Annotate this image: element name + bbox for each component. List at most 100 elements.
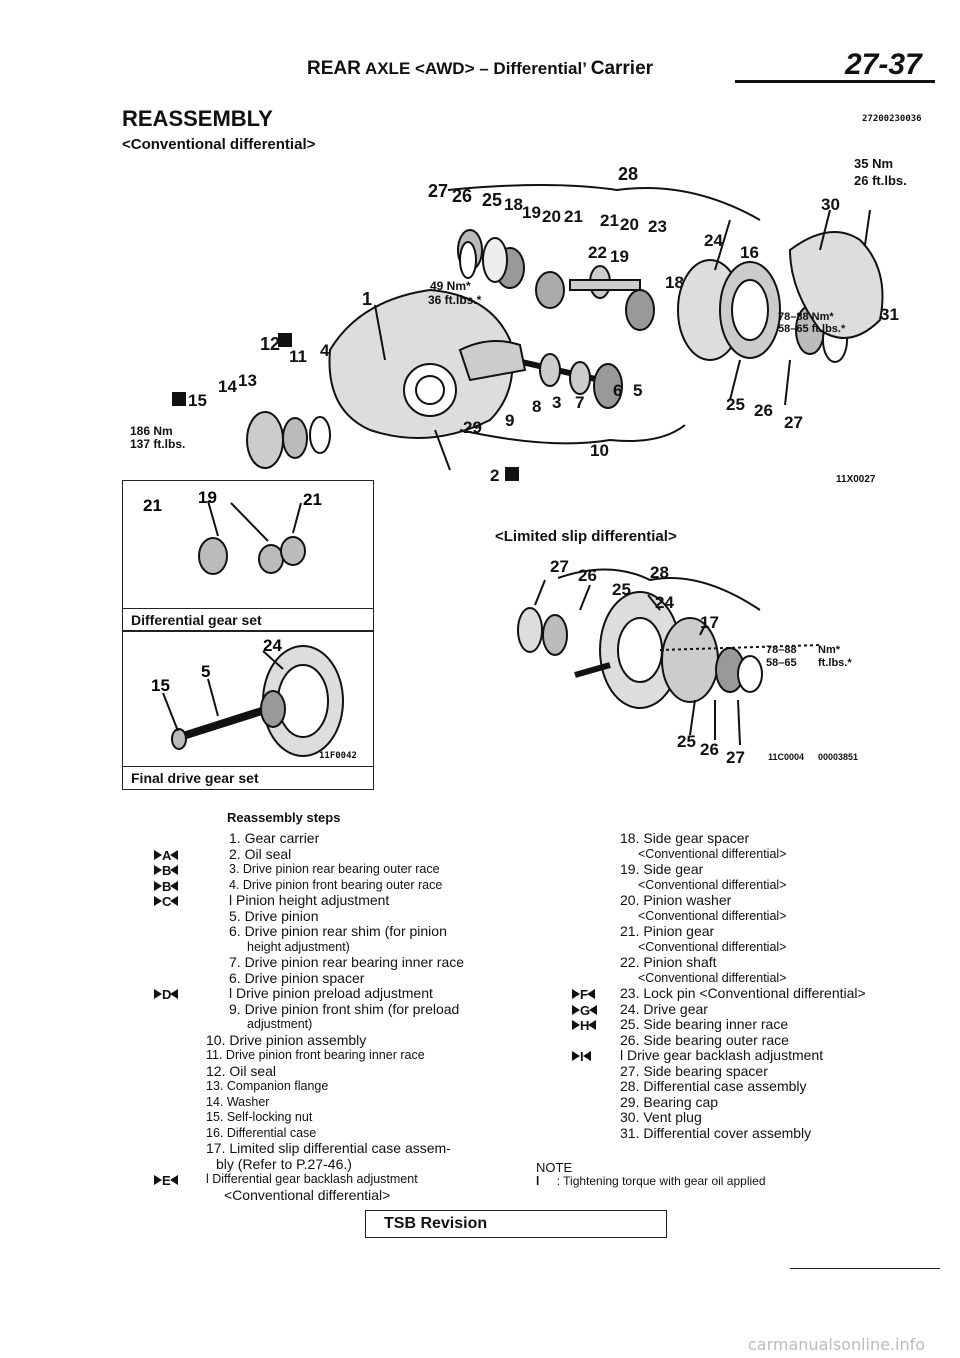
step-ref-marker: B xyxy=(154,863,179,879)
lsd-subtitle: <Limited slip differential> xyxy=(495,528,677,545)
svg-text:Nm*: Nm* xyxy=(818,644,841,656)
right-step-item: 21. Pinion gear xyxy=(620,923,940,940)
right-step-text: 28. Differential case assembly xyxy=(620,1078,807,1094)
note-text: : Tightening torque with gear oil applie… xyxy=(556,1174,766,1188)
left-step-item: 5. Drive pinion xyxy=(206,907,526,925)
final-callout-24: 24 xyxy=(263,636,282,655)
svg-text:24: 24 xyxy=(655,593,674,612)
svg-text:20: 20 xyxy=(542,207,561,226)
svg-text:21: 21 xyxy=(564,207,583,226)
right-step-text: 20. Pinion washer xyxy=(620,892,732,908)
svg-text:13: 13 xyxy=(238,371,257,390)
svg-text:14: 14 xyxy=(218,377,237,396)
svg-text:49 Nm*: 49 Nm* xyxy=(430,279,471,293)
svg-text:10: 10 xyxy=(590,441,609,460)
svg-text:2: 2 xyxy=(490,466,499,485)
right-step-item: 30. Vent plug xyxy=(620,1109,940,1126)
svg-text:8: 8 xyxy=(532,397,541,416)
right-step-text: 29. Bearing cap xyxy=(620,1093,719,1110)
svg-text:27: 27 xyxy=(784,413,803,432)
svg-text:35 Nm: 35 Nm xyxy=(854,156,893,171)
left-step-item: height adjustment) xyxy=(206,940,526,956)
left-step-item: 6. Drive pinion rear shim (for pinion xyxy=(206,923,526,940)
final-drive-gear-set-illustration: 24 5 15 xyxy=(151,636,344,757)
step-ref-marker: I xyxy=(572,1049,591,1065)
svg-text:26: 26 xyxy=(578,566,597,585)
left-step-text: 6. Drive pinion rear shim (for pinion xyxy=(229,923,447,939)
left-step-text: 5. Drive pinion xyxy=(229,907,319,924)
step-ref-marker: C xyxy=(154,894,179,910)
svg-text:25: 25 xyxy=(612,580,631,599)
left-step-item: 13. Companion flange xyxy=(206,1079,526,1095)
right-step-text: <Conventional differential> xyxy=(638,908,787,923)
right-step-text: 31. Differential cover assembly xyxy=(620,1124,812,1141)
svg-text:26: 26 xyxy=(754,401,773,420)
note-title: NOTE xyxy=(536,1160,573,1175)
right-step-text: 30. Vent plug xyxy=(620,1109,702,1125)
footer-rule xyxy=(790,1268,940,1269)
header-title-prefix: REAR xyxy=(307,58,361,79)
svg-text:16: 16 xyxy=(740,243,759,262)
differential-gear-set-label: Differential gear set xyxy=(131,612,262,628)
right-step-item: 28. Differential case assembly xyxy=(620,1078,940,1095)
left-step-item: 9. Drive pinion front shim (for preload xyxy=(206,1001,526,1018)
svg-text:6: 6 xyxy=(613,381,622,400)
svg-text:27: 27 xyxy=(550,557,569,576)
left-step-text: 17. Limited slip differential case assem… xyxy=(206,1140,451,1156)
step-ref-marker: B xyxy=(154,879,179,895)
svg-text:11X0027: 11X0027 xyxy=(836,474,876,485)
svg-text:25: 25 xyxy=(482,190,502,210)
right-step-item: 31. Differential cover assembly xyxy=(620,1124,940,1142)
right-step-item: 20. Pinion washer xyxy=(620,892,940,909)
svg-text:7: 7 xyxy=(575,393,584,412)
svg-text:27: 27 xyxy=(428,181,448,201)
svg-text:27: 27 xyxy=(726,748,745,765)
left-step-item: 12. Oil seal xyxy=(206,1063,526,1080)
right-step-item: <Conventional differential> xyxy=(620,878,940,894)
right-step-text: 27. Side bearing spacer xyxy=(620,1062,768,1079)
inset-callout-21b: 21 xyxy=(303,490,322,509)
left-step-text: 16. Differential case xyxy=(206,1125,317,1140)
svg-text:186 Nm: 186 Nm xyxy=(130,424,173,438)
final-callout-15: 15 xyxy=(151,676,170,695)
left-step-text: 3. Drive pinion rear bearing outer race xyxy=(229,862,440,876)
svg-text:28: 28 xyxy=(650,563,669,582)
svg-text:11C0004: 11C0004 xyxy=(768,752,804,762)
left-step-item: 14. Washer xyxy=(206,1095,526,1111)
right-step-item: 22. Pinion shaft xyxy=(620,954,940,971)
svg-text:58–65: 58–65 xyxy=(766,657,797,669)
note-bullet: l xyxy=(536,1174,540,1188)
svg-text:18: 18 xyxy=(665,273,684,292)
svg-text:00003851: 00003851 xyxy=(818,752,858,762)
left-step-item: 7. Drive pinion rear bearing inner race xyxy=(206,954,526,971)
left-step-item: 10. Drive pinion assembly xyxy=(206,1031,526,1049)
svg-text:20: 20 xyxy=(620,215,639,234)
svg-text:26 ft.lbs.: 26 ft.lbs. xyxy=(854,173,907,188)
right-step-text: <Conventional differential> xyxy=(638,877,787,892)
footer-watermark: carmanualsonline.info xyxy=(748,1335,926,1354)
steps-title: Reassembly steps xyxy=(227,810,341,825)
left-step-item: 16. Differential case xyxy=(206,1126,526,1142)
left-step-text: 10. Drive pinion assembly xyxy=(206,1031,367,1048)
step-ref-marker: G xyxy=(572,1003,598,1019)
tsb-revision-box: TSB Revision xyxy=(365,1210,667,1238)
left-step-text: 6. Drive pinion spacer xyxy=(229,969,365,986)
page-number: 27-37 xyxy=(845,48,922,81)
right-step-item: 27. Side bearing spacer xyxy=(620,1062,940,1080)
header-rule xyxy=(735,80,935,83)
svg-text:17: 17 xyxy=(700,613,719,632)
svg-text:78–88: 78–88 xyxy=(766,644,797,656)
main-exploded-diagram: 28 27 26 25 18 19 20 21 21 20 23 24 16 2… xyxy=(130,150,940,490)
svg-text:19: 19 xyxy=(610,247,629,266)
svg-text:4: 4 xyxy=(320,341,330,360)
svg-text:26: 26 xyxy=(700,740,719,759)
right-step-text: <Conventional differential> xyxy=(638,939,787,954)
left-step-text: 1. Gear carrier xyxy=(229,830,320,846)
svg-text:36 ft.lbs.*: 36 ft.lbs.* xyxy=(428,293,482,307)
right-step-text: 22. Pinion shaft xyxy=(620,954,717,970)
right-step-item: 23. Lock pin <Conventional differential>… xyxy=(572,985,940,1002)
left-step-item: 11. Drive pinion front bearing inner rac… xyxy=(206,1048,526,1064)
